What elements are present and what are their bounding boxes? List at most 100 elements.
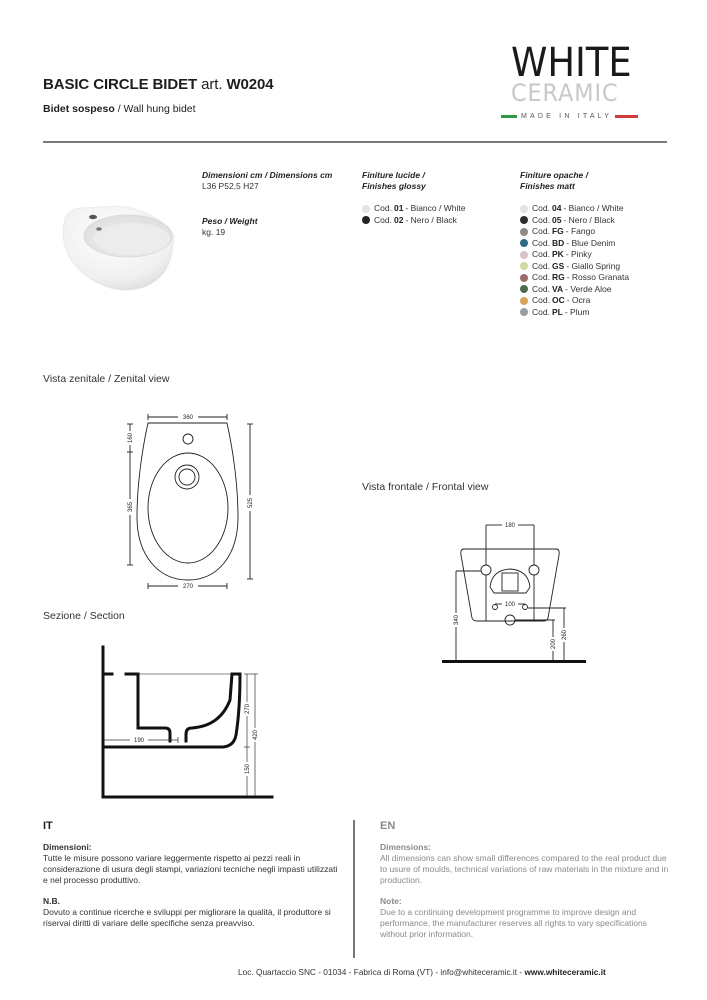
finish-name: - Pinky xyxy=(565,249,592,260)
dimensions-label: Dimensioni cm / Dimensions cm xyxy=(202,170,333,180)
made-in-italy-tagline: MADE IN ITALY xyxy=(501,111,666,121)
product-name: BASIC CIRCLE BIDET xyxy=(43,76,198,93)
finish-item: Cod.RG- Rosso Granata xyxy=(520,272,680,284)
finish-name: - Fango xyxy=(565,226,596,237)
flag-green-bar xyxy=(501,114,517,118)
finishes-matt: Finiture opache / Finishes matt Cod.04- … xyxy=(520,170,680,318)
finish-code: OC xyxy=(551,295,565,306)
color-swatch-icon xyxy=(520,239,528,248)
logo-word-ceramic: CERAMIC xyxy=(511,79,619,107)
finish-prefix: Cod. xyxy=(374,203,392,214)
dim-inlet-height: 260 xyxy=(562,629,568,640)
glossy-title-it: Finiture lucide / xyxy=(362,170,425,180)
glossy-title-en: Finishes glossy xyxy=(362,181,426,191)
zenital-view-label: Vista zenitale / Zenital view xyxy=(43,373,170,385)
dim-total-length: 525 xyxy=(248,497,254,508)
finish-item: Cod.BD- Blue Denim xyxy=(520,238,680,250)
finish-prefix: Cod. xyxy=(532,306,550,317)
it-nb-title: N.B. xyxy=(43,896,60,906)
color-swatch-icon xyxy=(520,250,528,259)
finish-prefix: Cod. xyxy=(374,214,392,225)
en-note-title: Note: xyxy=(380,896,402,906)
tagline-text: MADE IN ITALY xyxy=(521,112,613,120)
subtitle-en: Wall hung bidet xyxy=(123,103,196,115)
dim-upper-height: 160 xyxy=(128,432,134,443)
matt-title-it: Finiture opache / xyxy=(520,170,589,180)
dim-bowl-height: 270 xyxy=(245,703,251,714)
finish-name: - Blue Denim xyxy=(566,237,616,248)
dim-drain-height: 200 xyxy=(551,638,557,649)
product-photo xyxy=(50,192,190,292)
finish-item: Cod.04- Bianco / White xyxy=(520,203,680,215)
section-view-drawing: 190 270 420 150 xyxy=(101,645,274,799)
finishes-glossy: Finiture lucide / Finishes glossy Cod.01… xyxy=(362,170,512,226)
color-swatch-icon xyxy=(520,204,528,213)
en-dimensions-title: Dimensions: xyxy=(380,842,432,852)
brand-logo: WHITE CERAMIC MADE IN ITALY xyxy=(497,40,667,124)
footer-contact: Loc. Quartaccio SNC - 01034 - Fabrica di… xyxy=(238,967,606,977)
color-swatch-icon xyxy=(362,216,370,225)
lang-it-heading: IT xyxy=(43,820,53,832)
dim-fixing-height: 340 xyxy=(454,614,460,625)
section-view-label: Sezione / Section xyxy=(43,610,125,622)
color-swatch-icon xyxy=(520,227,528,236)
flag-red-bar xyxy=(615,114,639,118)
finish-item: Cod.02- Nero / Black xyxy=(362,215,512,227)
finish-code: PK xyxy=(551,249,564,260)
en-note-text: Due to a continuing development programm… xyxy=(380,907,647,939)
finish-code: FG xyxy=(551,226,564,237)
dim-bowl-height: 365 xyxy=(128,501,134,512)
finish-prefix: Cod. xyxy=(532,226,550,237)
finish-item: Cod.05- Nero / Black xyxy=(520,215,680,227)
finish-code: PL xyxy=(551,306,563,317)
finish-prefix: Cod. xyxy=(532,249,550,260)
finish-code: RG xyxy=(551,272,565,283)
finish-code: 01 xyxy=(393,203,404,214)
dim-top-width: 360 xyxy=(183,415,194,421)
lang-en-heading: EN xyxy=(380,820,396,832)
dim-floor-gap: 150 xyxy=(245,763,251,774)
dim-fixing-distance: 180 xyxy=(505,523,516,529)
finish-name: - Ocra xyxy=(566,295,591,306)
frontal-view-label: Vista frontale / Frontal view xyxy=(362,481,489,493)
footer-website-link[interactable]: www.whiteceramic.it xyxy=(524,967,606,977)
finish-item: Cod.01- Bianco / White xyxy=(362,203,512,215)
color-swatch-icon xyxy=(520,273,528,282)
product-subtitle: Bidet sospeso / Wall hung bidet xyxy=(43,103,196,115)
finish-name: - Nero / Black xyxy=(563,214,615,225)
finish-item: Cod.PK- Pinky xyxy=(520,249,680,261)
finish-prefix: Cod. xyxy=(532,237,550,248)
matt-title-en: Finishes matt xyxy=(520,181,575,191)
finish-prefix: Cod. xyxy=(532,283,550,294)
weight-value: kg. 19 xyxy=(202,227,226,237)
finish-item: Cod.PL- Plum xyxy=(520,307,680,319)
finish-name: - Bianco / White xyxy=(405,203,466,214)
finish-item: Cod.GS- Giallo Spring xyxy=(520,261,680,273)
subtitle-it: Bidet sospeso xyxy=(43,103,115,115)
it-dimensions-text: Tutte le misure possono variare leggerme… xyxy=(43,853,338,885)
color-swatch-icon xyxy=(520,308,528,317)
dim-bottom-width: 270 xyxy=(183,584,194,590)
dim-inlet-distance: 100 xyxy=(505,602,516,608)
finish-code: 04 xyxy=(551,203,562,214)
header-divider xyxy=(43,141,667,143)
color-swatch-icon xyxy=(362,204,370,213)
finish-prefix: Cod. xyxy=(532,295,550,306)
logo-word-white: WHITE xyxy=(511,40,632,86)
finish-item: Cod.VA- Verde Aloe xyxy=(520,284,680,296)
it-dimensions-title: Dimensioni: xyxy=(43,842,92,852)
finish-prefix: Cod. xyxy=(532,203,550,214)
notes-english: EN Dimensions: All dimensions can show s… xyxy=(380,820,670,950)
finish-code: 05 xyxy=(551,214,562,225)
finish-name: - Verde Aloe xyxy=(565,283,612,294)
art-code: W0204 xyxy=(226,76,274,93)
finish-name: - Nero / Black xyxy=(405,214,457,225)
subtitle-separator: / xyxy=(114,103,124,115)
it-nb-text: Dovuto a continue ricerche e sviluppi pe… xyxy=(43,907,331,928)
color-swatch-icon xyxy=(520,216,528,225)
finish-prefix: Cod. xyxy=(532,214,550,225)
dimensions-value: L36 P52,5 H27 xyxy=(202,181,259,191)
finish-name: - Giallo Spring xyxy=(566,260,621,271)
